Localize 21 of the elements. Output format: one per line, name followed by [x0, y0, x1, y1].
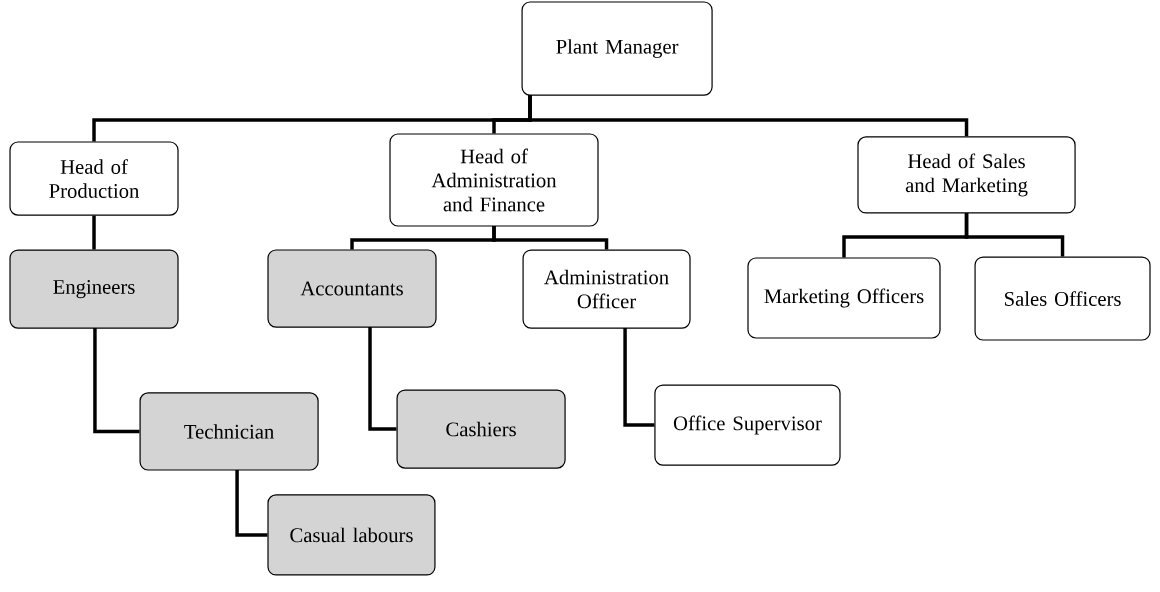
- connector-line: [92, 215, 96, 250]
- position-box: Casual labours: [267, 494, 436, 576]
- connector-line: [93, 328, 140, 434]
- position-box: Marketing Officers: [747, 257, 941, 339]
- connector-line: [235, 470, 268, 537]
- position-box: Cashiers: [396, 389, 566, 469]
- position-box: Sales Officers: [974, 256, 1151, 341]
- position-box: Head of Production: [9, 141, 179, 216]
- connector-line: [528, 94, 969, 137]
- connector-line: [964, 213, 1065, 257]
- position-box: Head of Administration and Finance: [389, 133, 599, 227]
- position-box: Administration Officer: [522, 249, 691, 329]
- position-box: Engineers: [9, 249, 179, 329]
- connector-line: [368, 326, 397, 431]
- position-box: Office Supervisor: [654, 384, 841, 466]
- connector-line: [623, 328, 655, 427]
- position-box: Accountants: [267, 249, 437, 328]
- position-box: Head of Sales and Marketing: [857, 136, 1076, 214]
- position-box: Plant Manager: [521, 1, 713, 96]
- position-box: Technician: [139, 392, 319, 471]
- connector-line: [492, 226, 609, 250]
